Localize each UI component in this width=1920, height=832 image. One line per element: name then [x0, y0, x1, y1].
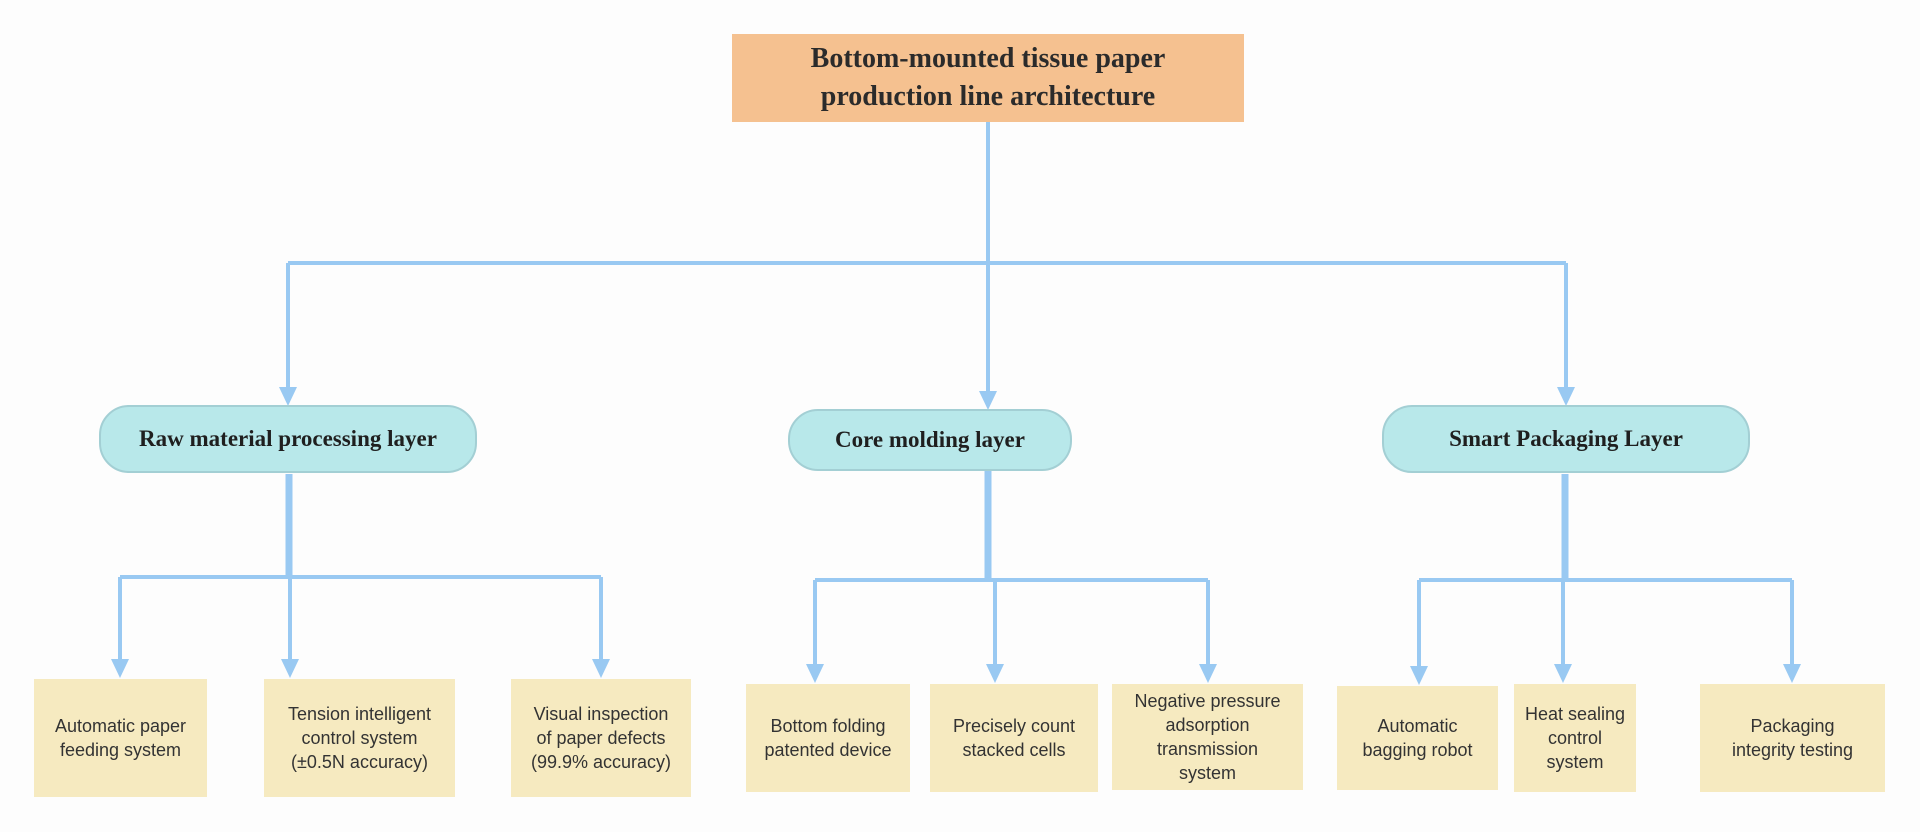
layer-node-core-molding: Core molding layer	[788, 409, 1072, 471]
leaf-node: Packaging integrity testing	[1700, 684, 1885, 792]
leaf-node: Automatic bagging robot	[1337, 686, 1498, 790]
layer-node-smart-packaging: Smart Packaging Layer	[1382, 405, 1750, 473]
layer-label: Core molding layer	[835, 427, 1025, 452]
arrowhead	[1554, 664, 1572, 683]
layer-label: Smart Packaging Layer	[1449, 426, 1683, 451]
leaf-label: Automatic paper feeding system	[54, 716, 187, 760]
leaf-label: Bottom folding patented device	[764, 716, 892, 760]
root-title: Bottom-mounted tissue paper production l…	[810, 43, 1166, 112]
leaf-node: Automatic paper feeding system	[34, 679, 207, 797]
arrowhead	[1783, 664, 1801, 683]
root-node: Bottom-mounted tissue paper production l…	[732, 34, 1244, 122]
arrowhead	[806, 664, 824, 683]
leaf-label: Heat sealing control system	[1524, 704, 1626, 772]
arrowhead	[279, 387, 297, 406]
leaf-label: Negative pressure adsorption transmissio…	[1134, 691, 1281, 783]
leaf-node: Negative pressure adsorption transmissio…	[1112, 684, 1303, 790]
leaf-label: Packaging integrity testing	[1731, 716, 1854, 760]
layer-node-raw-material: Raw material processing layer	[99, 405, 477, 473]
leaf-label: Precisely count stacked cells	[952, 716, 1076, 760]
leaf-label: Automatic bagging robot	[1362, 716, 1473, 760]
arrowhead	[592, 659, 610, 678]
leaf-node: Visual inspection of paper defects (99.9…	[511, 679, 691, 797]
layer-label: Raw material processing layer	[139, 426, 437, 451]
leaf-node: Tension intelligent control system (±0.5…	[264, 679, 455, 797]
arrowhead	[281, 659, 299, 678]
leaf-label: Visual inspection of paper defects (99.9…	[530, 704, 672, 772]
arrowhead	[986, 664, 1004, 683]
arrowhead	[1199, 664, 1217, 683]
leaf-label: Tension intelligent control system (±0.5…	[287, 704, 432, 772]
arrowhead	[1557, 387, 1575, 406]
arrowhead	[1410, 666, 1428, 685]
leaf-node: Precisely count stacked cells	[930, 684, 1098, 792]
leaf-node: Heat sealing control system	[1514, 684, 1636, 792]
arrowhead	[111, 659, 129, 678]
arrowhead	[979, 391, 997, 410]
leaf-node: Bottom folding patented device	[746, 684, 910, 792]
